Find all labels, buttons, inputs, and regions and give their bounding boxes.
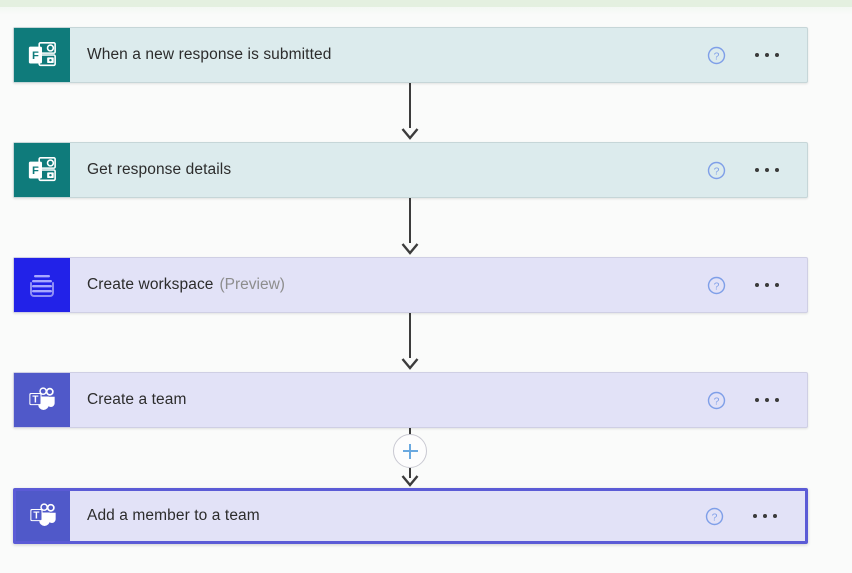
more-commands-button[interactable] [751,509,779,523]
top-strip-fade [0,7,852,15]
svg-text:?: ? [714,166,720,177]
flow-connector-4 [399,428,421,488]
help-icon[interactable]: ? [707,46,726,65]
svg-text:?: ? [714,396,720,407]
more-commands-button[interactable] [753,278,781,292]
flow-step-actions: ? [707,28,807,82]
help-icon[interactable]: ? [707,276,726,295]
workspace-icon [14,258,70,312]
flow-step-label-group: Create workspace (Preview) [70,258,707,312]
flow-step-actions: ? [705,491,805,541]
flow-connector-2 [399,198,421,257]
flow-step-title: Create workspace [87,276,214,293]
flow-step-actions: ? [707,258,807,312]
microsoft-teams-icon: T [14,373,70,427]
flow-step-label-group: When a new response is submitted [70,28,707,82]
flow-step-title: Add a member to a team [87,507,260,524]
microsoft-teams-icon: T [16,491,70,541]
flow-step-label-group: Create a team [70,373,707,427]
arrow-head-icon [401,358,419,370]
help-icon[interactable]: ? [707,391,726,410]
svg-text:F: F [32,165,39,177]
top-accent-strip [0,0,852,7]
flow-step-label-group: Add a member to a team [70,491,705,541]
svg-text:?: ? [714,51,720,62]
flow-step-label-group: Get response details [70,143,707,197]
flow-step-title: Create a team [87,391,187,408]
svg-text:?: ? [712,512,718,523]
insert-step-button[interactable] [393,434,427,468]
microsoft-forms-icon: F [14,28,70,82]
flow-step-card[interactable]: T Create a team ? [13,372,808,428]
more-commands-button[interactable] [753,163,781,177]
flow-step-card[interactable]: F Get response details ? [13,142,808,198]
help-icon[interactable]: ? [705,507,724,526]
svg-text:?: ? [714,281,720,292]
flow-connector-1 [399,83,421,142]
flow-step-card[interactable]: F When a new response is submitted ? [13,27,808,83]
flow-step-title: Get response details [87,161,232,178]
microsoft-forms-icon: F [14,143,70,197]
flow-step-card[interactable]: Create workspace (Preview) ? [13,257,808,313]
flow-step-title: When a new response is submitted [87,46,332,63]
flow-step-actions: ? [707,373,807,427]
more-commands-button[interactable] [753,48,781,62]
help-icon[interactable]: ? [707,161,726,180]
flow-step-actions: ? [707,143,807,197]
flow-connector-3 [399,313,421,372]
more-commands-button[interactable] [753,393,781,407]
svg-text:T: T [33,510,39,521]
plus-icon-vertical [409,443,411,459]
arrow-head-icon [401,128,419,140]
arrow-head-icon [401,243,419,255]
svg-text:T: T [32,394,38,405]
flow-step-suffix: (Preview) [219,276,285,293]
flow-step-card-selected[interactable]: T Add a member to a team ? [13,488,808,544]
svg-text:F: F [32,50,39,62]
arrow-head-icon [401,475,419,487]
